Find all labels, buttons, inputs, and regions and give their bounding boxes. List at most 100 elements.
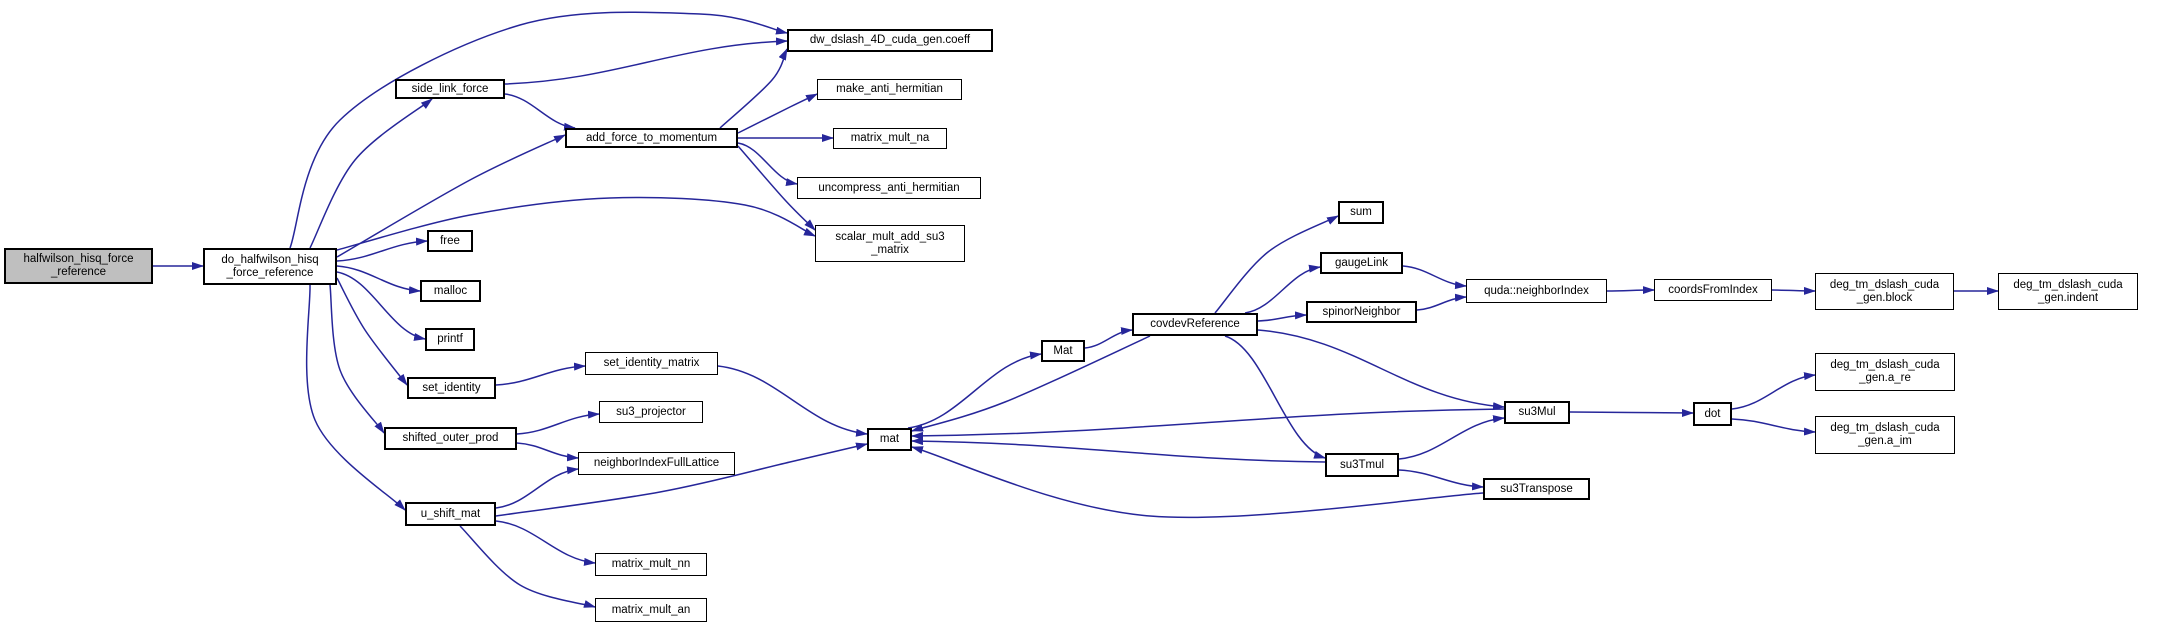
node-label: matrix_mult_nn xyxy=(611,558,691,570)
node-label: _gen.indent xyxy=(2037,291,2099,304)
edge-spinorNeighbor-to-quda_neighborIndex xyxy=(1416,293,1467,311)
node-label: coordsFromIndex xyxy=(1668,283,1758,296)
edge-su3Mul-to-dot xyxy=(1569,408,1694,417)
edge-gaugeLink-to-quda_neighborIndex xyxy=(1402,265,1467,290)
node-deg_a_im[interactable]: deg_tm_dslash_cuda_gen.a_im xyxy=(1815,416,1955,454)
edge-quda_neighborIndex-to-coordsFromIndex xyxy=(1606,286,1655,295)
node-printf[interactable]: printf xyxy=(425,328,475,351)
edge-do_halfwilson-to-scalar_mult_add_su3_matrix xyxy=(336,196,816,251)
node-shifted_outer_prod[interactable]: shifted_outer_prod xyxy=(384,427,517,450)
edge-covdevReference-to-mat xyxy=(911,335,1151,432)
node-free[interactable]: free xyxy=(427,230,473,252)
node-set_identity[interactable]: set_identity xyxy=(407,377,496,399)
node-label: printf xyxy=(437,333,463,345)
node-quda_neighborIndex[interactable]: quda::neighborIndex xyxy=(1466,279,1607,303)
node-su3Mul[interactable]: su3Mul xyxy=(1504,401,1570,424)
node-label: uncompress_anti_hermitian xyxy=(818,181,960,194)
node-label: deg_tm_dslash_cuda xyxy=(1830,359,1940,372)
node-label: _gen.block xyxy=(1856,291,1913,304)
node-add_force_to_momentum[interactable]: add_force_to_momentum xyxy=(565,128,738,148)
node-label: su3Tmul xyxy=(1339,458,1385,471)
node-matrix_mult_na[interactable]: matrix_mult_na xyxy=(833,128,947,149)
node-covdevReference[interactable]: covdevReference xyxy=(1132,313,1258,336)
node-label: deg_tm_dslash_cuda xyxy=(1830,422,1940,435)
edge-do_halfwilson-to-add_force_to_momentum xyxy=(336,134,566,258)
edge-Mat-to-covdevReference xyxy=(1084,327,1133,349)
node-halfwilson[interactable]: halfwilson_hisq_force_reference xyxy=(4,248,153,284)
edge-su3Mul-to-mat xyxy=(911,408,1505,440)
edge-do_halfwilson-to-dw_coeff xyxy=(289,11,788,249)
edge-covdevReference-to-spinorNeighbor xyxy=(1257,311,1307,322)
edge-do_halfwilson-to-set_identity xyxy=(336,277,408,386)
node-su3Transpose[interactable]: su3Transpose xyxy=(1483,478,1590,500)
edge-side_link_force-to-dw_coeff xyxy=(504,37,788,85)
edge-do_halfwilson-to-side_link_force xyxy=(309,98,433,249)
node-label: u_shift_mat xyxy=(420,507,481,520)
edge-covdevReference-to-sum xyxy=(1214,215,1339,314)
node-label: scalar_mult_add_su3 xyxy=(835,230,945,243)
node-Mat[interactable]: Mat xyxy=(1041,340,1085,362)
node-sum[interactable]: sum xyxy=(1338,201,1384,224)
node-label: _matrix xyxy=(871,243,909,256)
node-deg_block[interactable]: deg_tm_dslash_cuda_gen.block xyxy=(1815,273,1954,310)
node-label: su3Transpose xyxy=(1500,482,1573,495)
edge-u_shift_mat-to-neighborIndexFullLattice xyxy=(495,466,579,509)
node-label: side_link_force xyxy=(411,82,489,95)
edge-su3Tmul-to-su3Mul xyxy=(1398,415,1505,460)
node-coordsFromIndex[interactable]: coordsFromIndex xyxy=(1654,279,1772,301)
node-dw_coeff[interactable]: dw_dslash_4D_cuda_gen.coeff xyxy=(787,29,993,52)
edge-u_shift_mat-to-matrix_mult_nn xyxy=(495,520,596,566)
node-label: sum xyxy=(1350,206,1372,218)
node-label: covdevReference xyxy=(1150,318,1240,330)
edge-add_force_to_momentum-to-dw_coeff xyxy=(719,48,788,129)
node-spinorNeighbor[interactable]: spinorNeighbor xyxy=(1306,301,1417,323)
node-dot[interactable]: dot xyxy=(1693,402,1732,426)
edge-u_shift_mat-to-matrix_mult_an xyxy=(459,525,596,608)
node-label: halfwilson_hisq_force xyxy=(23,253,134,266)
node-set_identity_matrix[interactable]: set_identity_matrix xyxy=(585,352,718,375)
node-label: deg_tm_dslash_cuda xyxy=(2013,278,2123,291)
edge-su3Tmul-to-mat xyxy=(911,437,1326,463)
node-gaugeLink[interactable]: gaugeLink xyxy=(1320,252,1403,274)
node-uncompress_anti_hermitian[interactable]: uncompress_anti_hermitian xyxy=(797,177,981,199)
node-label: malloc xyxy=(433,284,468,297)
node-scalar_mult_add_su3_matrix[interactable]: scalar_mult_add_su3_matrix xyxy=(815,225,965,262)
edge-do_halfwilson-to-printf xyxy=(336,271,426,341)
node-u_shift_mat[interactable]: u_shift_mat xyxy=(405,502,496,526)
node-label: free xyxy=(440,234,460,247)
edge-covdevReference-to-su3Mul xyxy=(1257,329,1505,411)
node-matrix_mult_nn[interactable]: matrix_mult_nn xyxy=(595,553,707,576)
node-malloc[interactable]: malloc xyxy=(420,280,481,302)
edge-covdevReference-to-su3Tmul xyxy=(1224,335,1326,459)
node-deg_indent[interactable]: deg_tm_dslash_cuda_gen.indent xyxy=(1998,273,2138,310)
node-label: Mat xyxy=(1053,344,1073,357)
node-label: neighborIndexFullLattice xyxy=(593,457,720,469)
edge-do_halfwilson-to-shifted_outer_prod xyxy=(329,284,385,434)
node-matrix_mult_an[interactable]: matrix_mult_an xyxy=(595,598,707,622)
node-label: gaugeLink xyxy=(1334,256,1389,269)
node-label: quda::neighborIndex xyxy=(1484,284,1589,297)
node-mat[interactable]: mat xyxy=(867,428,912,451)
edge-set_identity-to-set_identity_matrix xyxy=(495,362,586,386)
node-label: set_identity_matrix xyxy=(603,357,700,369)
edge-shifted_outer_prod-to-neighborIndexFullLattice xyxy=(516,442,579,462)
edge-dot-to-deg_a_im xyxy=(1731,418,1816,436)
node-do_halfwilson[interactable]: do_halfwilson_hisq_force_reference xyxy=(203,248,337,285)
edge-su3Transpose-to-mat xyxy=(911,446,1484,519)
node-label: mat xyxy=(879,433,900,445)
node-su3_projector[interactable]: su3_projector xyxy=(599,401,703,423)
node-label: _reference xyxy=(51,266,106,278)
node-side_link_force[interactable]: side_link_force xyxy=(395,79,505,99)
node-deg_a_re[interactable]: deg_tm_dslash_cuda_gen.a_re xyxy=(1815,353,1955,391)
edge-set_identity_matrix-to-mat xyxy=(717,365,868,437)
node-neighborIndexFullLattice[interactable]: neighborIndexFullLattice xyxy=(578,452,735,475)
node-label: make_anti_hermitian xyxy=(836,83,943,95)
node-make_anti_hermitian[interactable]: make_anti_hermitian xyxy=(817,79,962,100)
edge-u_shift_mat-to-mat xyxy=(495,442,868,517)
node-label: spinorNeighbor xyxy=(1322,305,1401,318)
node-su3Tmul[interactable]: su3Tmul xyxy=(1325,453,1399,477)
node-label: _force_reference xyxy=(226,266,314,279)
node-label: _gen.a_re xyxy=(1859,372,1911,384)
